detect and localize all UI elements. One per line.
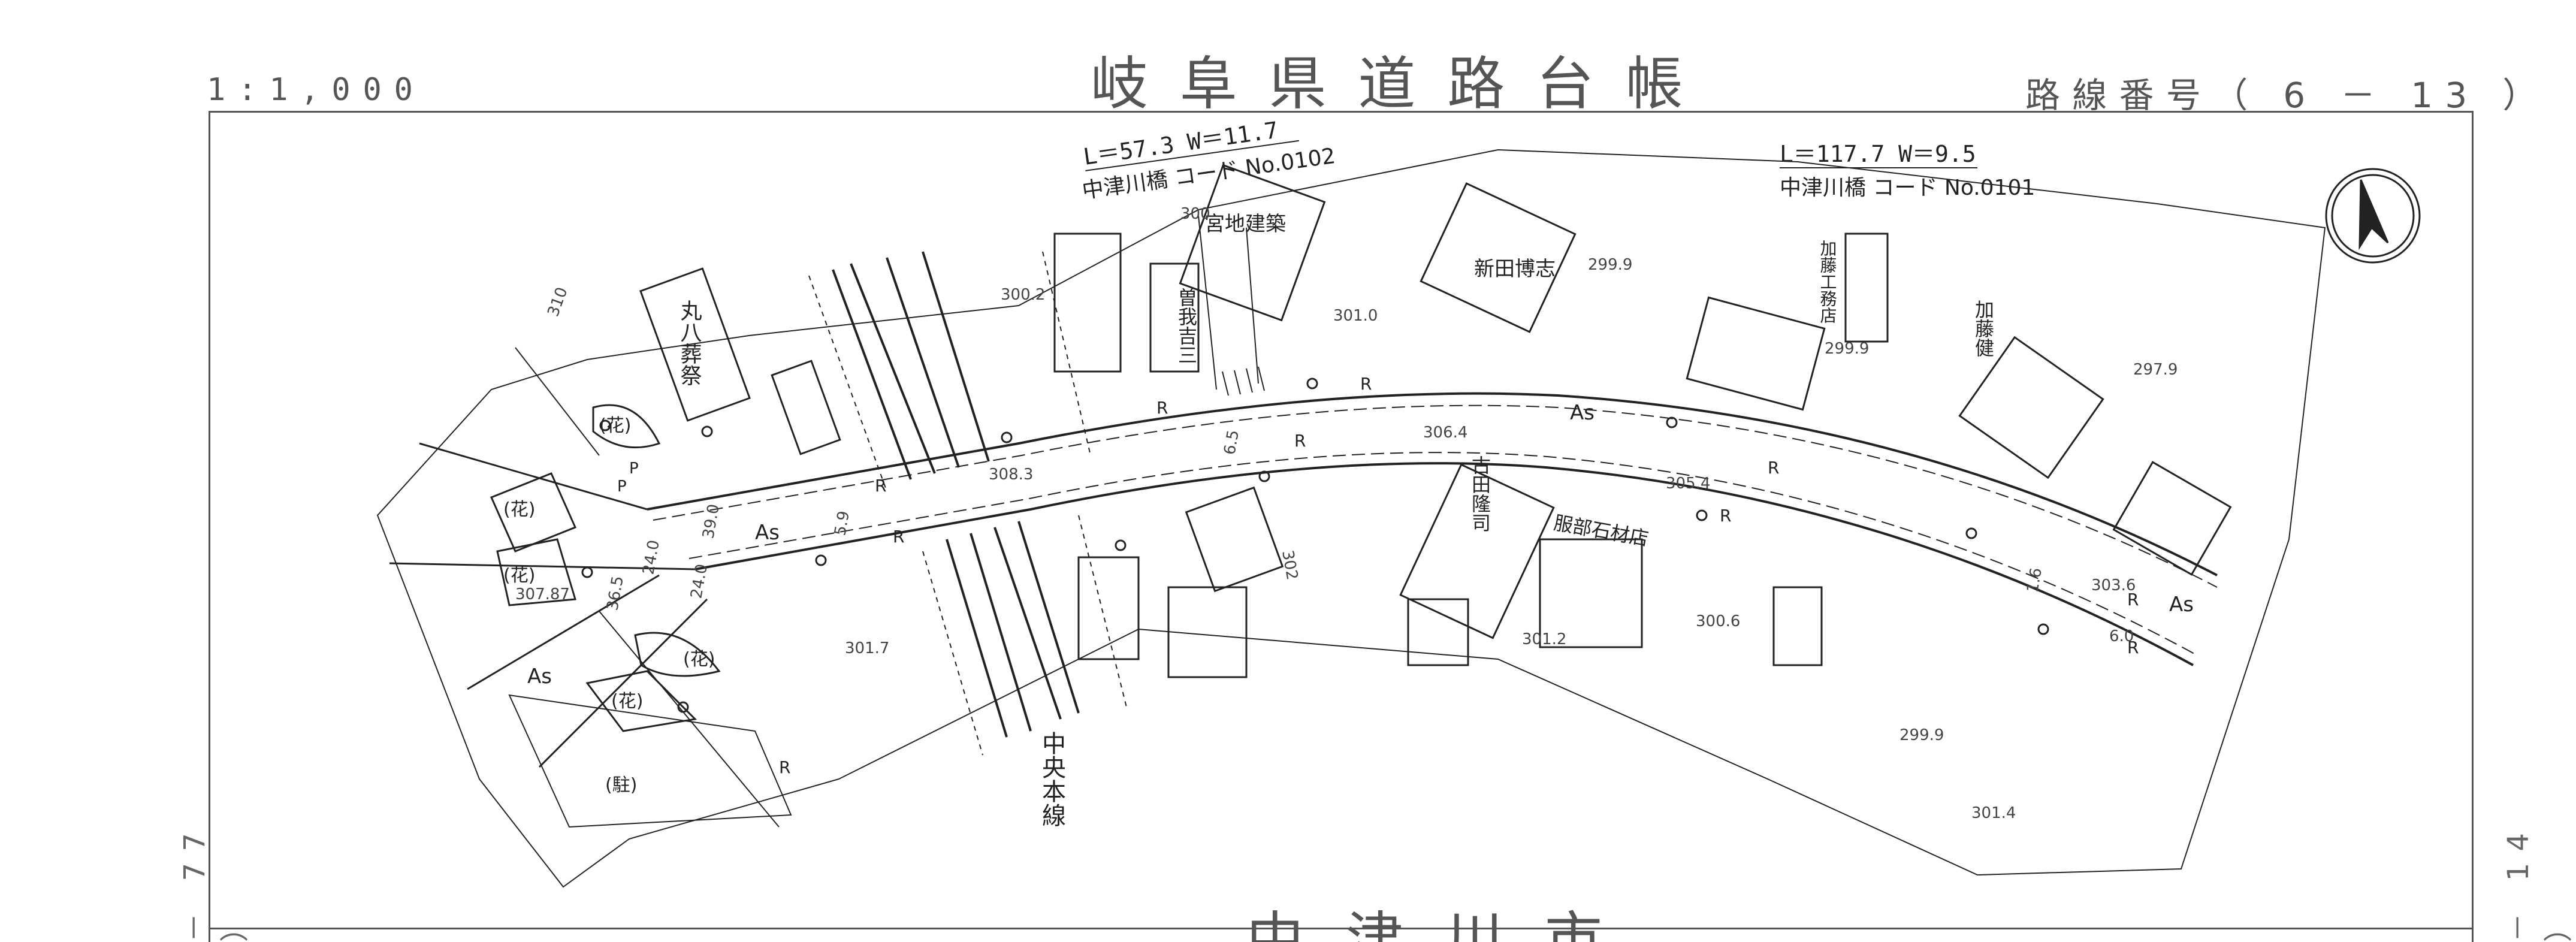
elevation-value: 300 [1180,205,1210,223]
crosswalk-hatch [1222,366,1265,396]
point-mark: P [629,460,639,478]
railway-tracks [832,251,1080,738]
building-label: 曽我吉三 [1175,288,1198,364]
flower-bed-label: (花) [599,415,631,436]
building-label: 服部石材店 [1552,511,1650,550]
side-road-west [389,442,708,768]
survey-area-outline [376,149,2326,888]
building-label: 宮地建築 [1204,212,1286,236]
elevation-value: 299.9 [1588,256,1632,274]
elevation-value: 301.7 [845,639,889,657]
road-edge-north-inner [653,404,2218,588]
elevation-value: 302 [1278,549,1301,581]
elevation-value: 307.87 [515,585,570,603]
road-edge-south-inner [688,452,2196,655]
elevation-value: 306.4 [1423,424,1467,442]
route-number: 路線番号（ 6 － 13 ） [2025,75,2550,116]
elevation-value: 301.0 [1333,307,1378,325]
road-width-value: 1.6 [2024,566,2046,594]
road-width-value: 24.0 [687,563,711,600]
side-mark: R [2127,638,2139,657]
pavement-label: As [755,521,780,545]
elevation-value: 301.2 [1522,630,1566,648]
side-mark: R [875,476,886,496]
elevation-value: 299.9 [1899,726,1944,744]
side-mark: R [1294,431,1306,451]
bottom-partial-label: 中津川市 [1246,905,1644,942]
building-label: 加藤健 [1972,300,1995,357]
road-width-value: 24.0 [639,539,663,576]
road-width-value: 6.0 [2109,627,2134,645]
north-arrow-icon [2325,168,2421,264]
pavement-label: As [527,665,552,689]
road-width-value: 5.9 [831,509,853,537]
road-width-value: 6.5 [1221,428,1243,456]
road-edge-north [647,392,2218,576]
bottom-rule [209,928,2474,929]
elevation-value: 305.4 [1666,475,1710,493]
utility-poles [581,378,2049,713]
parking-label: (駐) [605,775,637,796]
building-label: 古田隆司 [1469,455,1491,532]
elevation-value: 301.4 [1971,804,2016,822]
road-edge-south [694,462,2194,666]
elevation-value: 303.6 [2091,576,2136,594]
railway-label: 中央本線 [1038,731,1065,827]
side-mark: R [779,757,790,777]
flower-bed-label: (花) [611,691,643,712]
side-mark: R [1768,458,1779,478]
page-title: 岐阜県道路台帳 [1091,50,1715,117]
building-label: 丸八葬祭 [677,300,702,386]
elevation-value: 297.9 [2133,361,2178,379]
pavement-label: As [1570,401,1594,425]
road-width-value: 36.5 [603,575,627,612]
parking-area [508,694,792,828]
elevation-value: 300.6 [1696,612,1740,630]
side-mark: R [1720,506,1731,526]
building-label: 新田博志 [1474,257,1556,281]
road-width-value: 39.0 [699,503,723,540]
side-road-west-2 [515,347,780,828]
bridge-2-name: 中津川橋 コード No.0101 [1780,176,2035,200]
elevation-value: 300.2 [1001,286,1045,304]
building-footprints [639,164,2232,678]
side-mark: R [2127,590,2139,609]
building-label: 加藤工務店 [1818,240,1838,324]
elevation-value: 310 [544,285,571,319]
side-mark: R [1156,398,1168,418]
flower-beds [490,404,721,732]
elevation-value: 299.9 [1825,340,1869,358]
side-mark: R [1360,374,1372,394]
map-scale: 1:1,000 [207,72,425,108]
flower-bed-label: (花) [503,565,535,586]
flower-bed-label: (花) [683,649,715,670]
river-bank [1198,215,1259,390]
point-mark: P [617,478,627,496]
bridge-2-dims: L＝117.7 W＝9.5 [1780,141,1976,167]
side-mark: R [893,527,904,547]
elevation-value: 308.3 [989,466,1033,484]
flower-bed-label: (花) [503,499,535,520]
map-frame [209,111,2474,942]
pavement-label: As [2169,593,2194,617]
